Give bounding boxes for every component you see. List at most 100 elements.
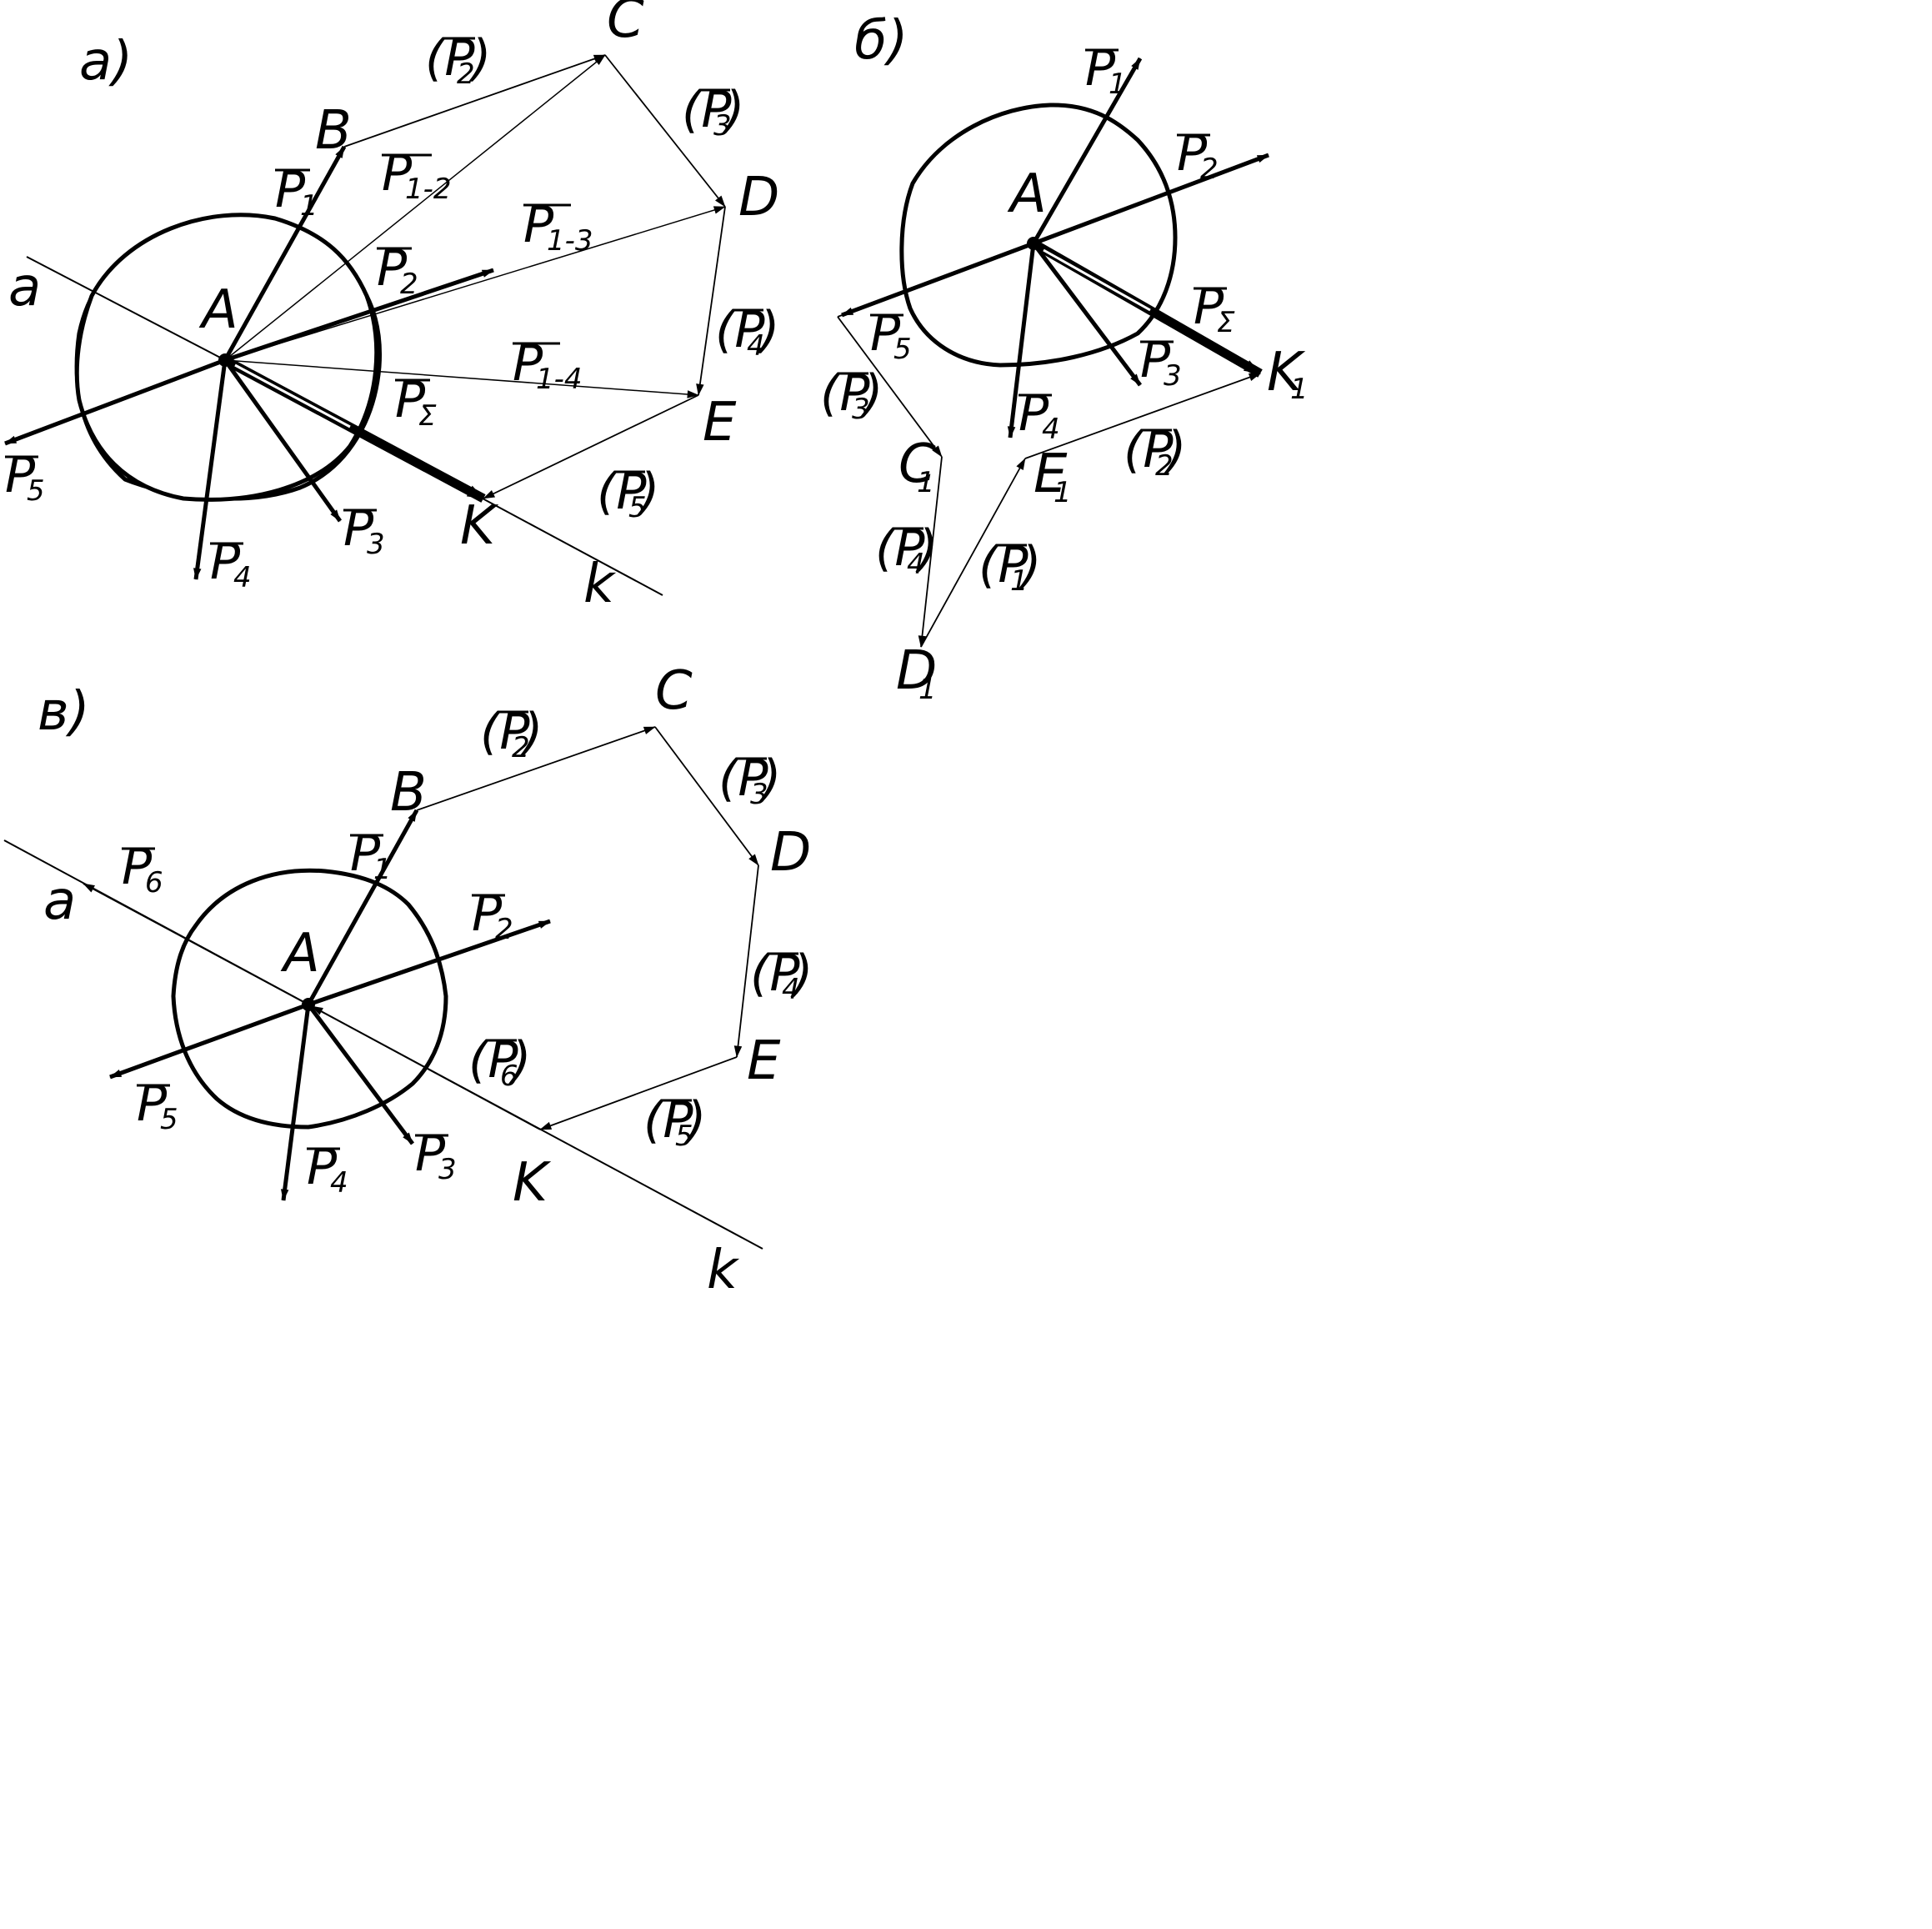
svg-text:): )	[915, 519, 938, 578]
panel-c-force-P6	[83, 883, 309, 1005]
panel-b-polygon-label-P1: (P 1 )	[979, 536, 1041, 598]
svg-text:5: 5	[628, 491, 647, 524]
panel-a-label-D: D	[738, 167, 779, 228]
panel-c-label-P2: P 2	[472, 884, 513, 946]
panel-a-force-P2	[224, 268, 494, 363]
panel-a-polygon-EK	[483, 394, 699, 499]
panel-c-polygon-label-P3: (P 3 )	[718, 749, 781, 811]
panel-c-polygon-BC	[416, 726, 656, 811]
panel-a-label-PS: P Σ	[395, 371, 437, 433]
svg-text:(P: (P	[597, 463, 647, 521]
svg-text:Σ: Σ	[418, 399, 437, 433]
svg-text:P: P	[513, 334, 543, 393]
panel-c-polygon-DE	[733, 864, 759, 1058]
panel-a-force-P4	[193, 359, 228, 580]
panel-b-force-P5	[841, 241, 1034, 318]
panel-c-force-P3	[306, 1003, 415, 1145]
panel-c-label-C: C	[655, 660, 693, 722]
panel-a-polygon-BC	[343, 54, 606, 148]
svg-text:1: 1	[917, 466, 935, 499]
svg-text:): )	[508, 1031, 531, 1090]
panel-b-label-E1: E 1	[1034, 443, 1072, 509]
svg-text:3: 3	[713, 109, 732, 143]
svg-text:P: P	[1194, 278, 1224, 336]
svg-text:1-2: 1-2	[405, 173, 452, 206]
svg-text:2: 2	[512, 731, 530, 764]
svg-text:P: P	[343, 499, 374, 558]
panel-a-chord-AD	[224, 206, 726, 361]
panel-a-label-P2: P 2	[377, 239, 418, 301]
panel-b-label-A: A	[1007, 163, 1047, 225]
svg-text:5: 5	[27, 474, 45, 508]
svg-text:5: 5	[160, 1103, 178, 1136]
svg-text:P: P	[377, 239, 408, 298]
svg-text:): )	[520, 703, 543, 761]
svg-text:1: 1	[1109, 68, 1127, 101]
svg-text:P: P	[1019, 384, 1049, 443]
svg-text:6: 6	[145, 866, 163, 899]
svg-text:4: 4	[782, 973, 800, 1006]
svg-text:(P: (P	[715, 301, 765, 359]
panel-c-polygon-KA	[311, 1005, 541, 1130]
svg-text:1: 1	[1054, 476, 1072, 509]
svg-text:(P: (P	[1124, 421, 1174, 479]
svg-text:P: P	[137, 1075, 168, 1133]
svg-text:E: E	[1034, 443, 1068, 505]
panel-a-label-line-a: a	[8, 257, 41, 318]
svg-text:2: 2	[495, 913, 513, 946]
panel-a-chord-AC	[224, 54, 606, 361]
svg-text:): )	[683, 1091, 706, 1150]
panel-a-label-P4: P 4	[210, 533, 252, 594]
panel-b-label-P3: P 3	[1140, 331, 1182, 393]
svg-text:5: 5	[893, 333, 912, 366]
panel-c-polygon-label-P4: (P 4 )	[750, 944, 813, 1006]
svg-text:4: 4	[747, 329, 765, 363]
panel-c-polygon-CD	[654, 726, 759, 866]
panel-a-line-a	[26, 256, 226, 361]
svg-text:P: P	[1085, 39, 1116, 98]
svg-text:3: 3	[750, 778, 768, 811]
svg-text:4: 4	[330, 1166, 348, 1200]
panel-c-label-P3: P 3	[415, 1125, 457, 1186]
svg-text:(P: (P	[750, 944, 800, 1003]
panel-a-force-P5	[4, 358, 226, 446]
panel-a-polygon-label-P2: (P 2 )	[425, 29, 491, 91]
svg-text:(P: (P	[480, 703, 530, 761]
panel-a-polygon-label-P4: (P 4 )	[715, 301, 779, 363]
svg-text:P: P	[1140, 331, 1171, 389]
panel-a-chord-AE	[224, 359, 699, 398]
panel-c-label-P4: P 4	[307, 1138, 348, 1200]
svg-text:C: C	[898, 433, 936, 495]
svg-text:): )	[1019, 536, 1041, 594]
svg-text:4: 4	[233, 561, 252, 594]
panel-b-label-C1: C 1	[898, 433, 936, 499]
svg-text:4: 4	[907, 548, 925, 581]
panel-c-force-P2	[308, 919, 551, 1007]
panel-c-label-D: D	[770, 822, 811, 884]
panel-a-label-E: E	[703, 392, 737, 453]
svg-text:P: P	[382, 144, 413, 203]
svg-text:P: P	[1177, 124, 1208, 183]
panel-b-polygon-P1	[920, 458, 1026, 648]
panel-b-force-P2	[1033, 153, 1269, 246]
panel-a-label-P14: P 1-4	[513, 334, 583, 396]
svg-text:): )	[468, 29, 491, 88]
panel-b-label-PS: P Σ	[1194, 278, 1235, 339]
svg-text:P: P	[523, 196, 554, 254]
panel-b-label-D1: D 1	[896, 640, 937, 706]
svg-text:D: D	[896, 640, 937, 702]
svg-text:(P: (P	[875, 519, 925, 578]
panel-a-polygon-DE	[696, 206, 726, 396]
panel-b-polygon-label-P3: (P 3 )	[820, 364, 883, 426]
svg-text:(P: (P	[643, 1091, 693, 1150]
svg-text:): )	[790, 944, 813, 1003]
panel-a-label-C: C	[607, 0, 644, 50]
svg-text:): )	[757, 301, 779, 359]
panel-a-label-K: K	[460, 495, 499, 557]
panel-b-label-P5: P 5	[870, 304, 912, 366]
svg-text:1: 1	[300, 189, 318, 223]
panel-a-label-B: B	[315, 100, 352, 162]
panel-a-label-P5: P 5	[5, 446, 45, 508]
panel-c-label-A: A	[280, 923, 320, 985]
